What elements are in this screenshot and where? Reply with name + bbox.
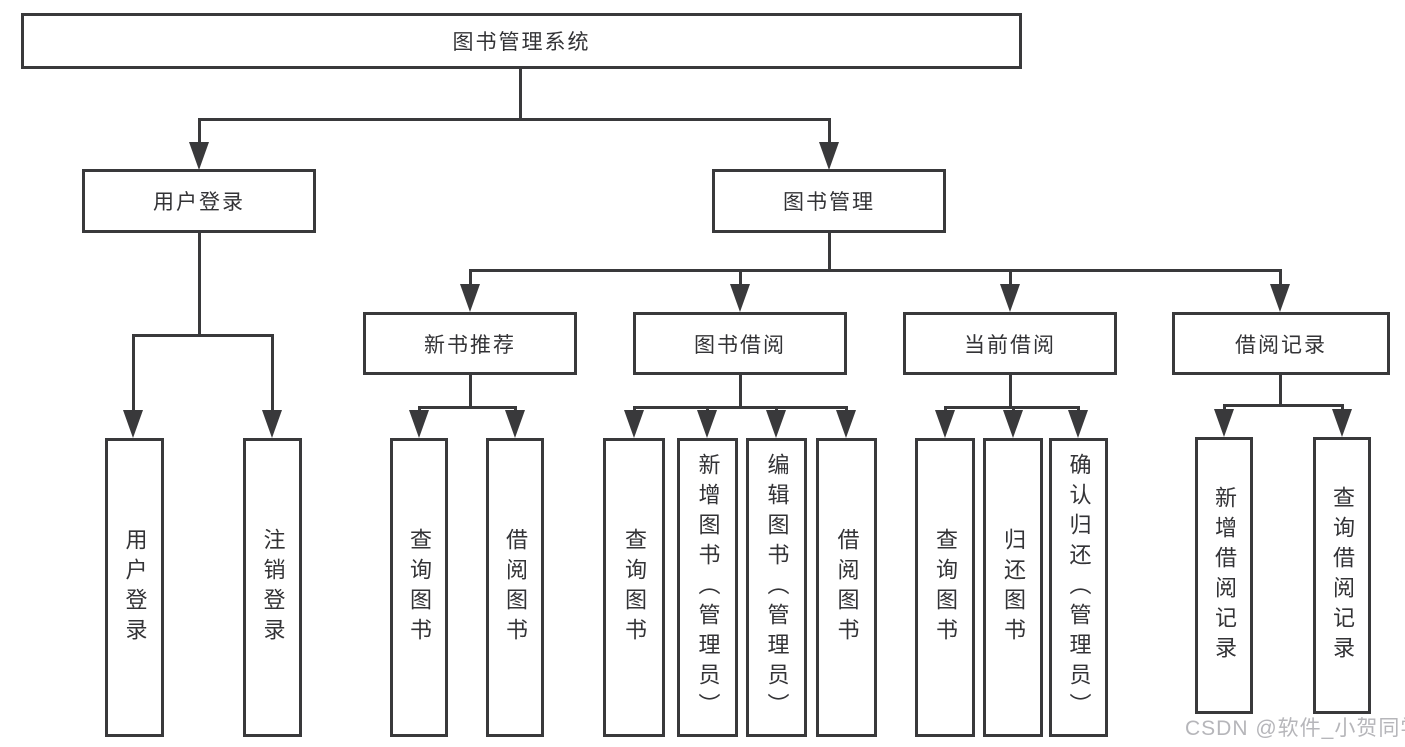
arrow-to-user-login [189,142,209,170]
connector-new-book-stem [469,373,472,408]
leaf-records-add-label: 新增借阅记录 [1212,485,1237,666]
leaf-new-book-borrow: 借阅图书 [486,438,544,737]
leaf-borrow-add-admin: 新增图书（管理员） [677,438,738,737]
connector-current-borrow-rail [944,406,1079,409]
leaf-user-login-label: 用户登录 [122,527,148,648]
node-user-login-label: 用户登录 [153,191,245,214]
connector-book-borrow-stem [739,373,742,408]
leaf-new-book-query-label: 查询图书 [407,527,432,648]
leaf-logout-label: 注销登录 [260,527,286,648]
leaf-records-query: 查询借阅记录 [1313,437,1371,714]
node-borrow-records: 借阅记录 [1172,312,1390,375]
leaf-borrow-query: 查询图书 [603,438,665,737]
connector-current-borrow-stem [1009,373,1012,408]
connector-level3-rail [469,269,1282,272]
node-book-borrow: 图书借阅 [633,312,847,375]
arrow-to-bb-add [697,410,717,438]
arrow-to-leaf-logout [262,410,282,438]
arrow-to-cb-query [935,410,955,438]
node-current-borrow: 当前借阅 [903,312,1117,375]
leaf-new-book-borrow-label: 借阅图书 [503,527,528,648]
connector-borrow-records-stem [1279,373,1282,406]
leaf-current-return-label: 归还图书 [1001,527,1026,648]
arrow-to-bb-edit [766,410,786,438]
node-borrow-records-label: 借阅记录 [1235,333,1327,357]
leaf-current-query: 查询图书 [915,438,975,737]
connector-stem-new-book [469,269,472,286]
node-book-borrow-label: 图书借阅 [694,333,786,357]
connector-root-stem [519,69,522,121]
leaf-borrow-borrow: 借阅图书 [816,438,877,737]
leaf-new-book-query: 查询图书 [390,438,448,737]
arrow-to-cb-confirm [1068,410,1088,438]
node-user-login: 用户登录 [82,169,316,233]
leaf-borrow-query-label: 查询图书 [622,527,647,648]
arrow-to-br-add [1214,409,1234,437]
connector-borrow-records-rail [1223,404,1343,407]
arrow-to-borrow-records [1270,284,1290,312]
connector-stem-br-add [1223,404,1226,411]
connector-stem-current-borrow [1009,269,1012,286]
node-book-management-label: 图书管理 [783,191,875,214]
connector-book-management-stem [828,231,831,272]
connector-stem-leaf-login [132,334,135,412]
node-book-management: 图书管理 [712,169,946,233]
arrow-to-current-borrow [1000,284,1020,312]
arrow-to-cb-return [1003,410,1023,438]
arrow-to-new-book [460,284,480,312]
leaf-user-login: 用户登录 [105,438,164,737]
node-new-book-recommend-label: 新书推荐 [424,333,516,357]
leaf-current-query-label: 查询图书 [933,527,958,648]
node-current-borrow-label: 当前借阅 [964,333,1056,357]
arrow-to-nb-query [409,410,429,438]
leaf-records-add: 新增借阅记录 [1195,437,1253,714]
connector-stem-book-borrow [739,269,742,286]
arrow-to-nb-borrow [505,410,525,438]
leaf-records-query-label: 查询借阅记录 [1330,485,1355,666]
connector-level2-rail [198,118,831,121]
connector-book-borrow-rail [633,406,847,409]
arrow-to-br-query [1332,409,1352,437]
node-library-system-label: 图书管理系统 [452,31,591,54]
connector-stem-leaf-logout [271,334,274,412]
node-library-system: 图书管理系统 [21,13,1022,69]
connector-stem-br-query [1341,404,1344,411]
leaf-borrow-add-admin-label: 新增图书（管理员） [695,452,721,723]
arrow-to-leaf-login [123,410,143,438]
leaf-current-confirm-admin: 确认归还（管理员） [1049,438,1108,737]
leaf-borrow-borrow-label: 借阅图书 [834,527,860,648]
arrow-to-book-management [819,142,839,170]
connector-user-login-stem [198,231,201,336]
csdn-watermark: CSDN @软件_小贺同学 [1185,717,1405,740]
leaf-logout: 注销登录 [243,438,302,737]
arrow-to-bb-borrow [836,410,856,438]
node-new-book-recommend: 新书推荐 [363,312,577,375]
leaf-borrow-edit-admin-label: 编辑图书（管理员） [764,452,790,723]
arrow-to-bb-query [624,410,644,438]
leaf-current-confirm-admin-label: 确认归还（管理员） [1066,452,1092,723]
leaf-current-return: 归还图书 [983,438,1043,737]
arrow-to-book-borrow [730,284,750,312]
leaf-borrow-edit-admin: 编辑图书（管理员） [746,438,807,737]
connector-user-login-rail [132,334,273,337]
connector-stem-borrow-records [1279,269,1282,286]
connector-stem-user-login [198,118,201,144]
connector-new-book-rail [418,406,516,409]
connector-stem-book-management [828,118,831,144]
